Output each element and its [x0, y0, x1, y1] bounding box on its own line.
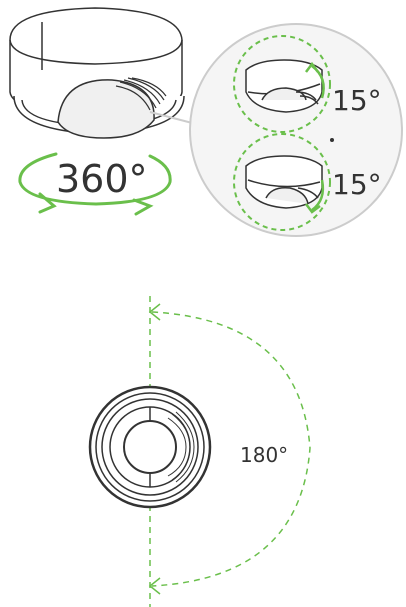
lens-rotation-view: 180°: [88, 296, 311, 607]
callout-circle: [189, 23, 403, 237]
pan-rotation-arrow: [18, 152, 172, 216]
lens-rotation-label: 180°: [240, 443, 288, 467]
separator-dot: [330, 138, 334, 142]
tilt-up-ring: [233, 35, 331, 133]
tilt-down-camera: [245, 155, 323, 209]
lens-ridges: [115, 77, 167, 111]
camera-side-view: [9, 7, 185, 139]
tilt-down-ring: [233, 133, 331, 231]
tilt-up-camera: [245, 59, 323, 113]
tilt-down-label: 15°: [332, 168, 382, 201]
pan-rotation-label: 360°: [56, 157, 148, 201]
tilt-up-label: 15°: [332, 84, 382, 117]
rotation-arrow-icon: [18, 152, 172, 206]
camera-top-view: [88, 385, 212, 509]
tilt-callout: 15° 15°: [149, 23, 403, 237]
rotation-arc: [151, 311, 311, 587]
